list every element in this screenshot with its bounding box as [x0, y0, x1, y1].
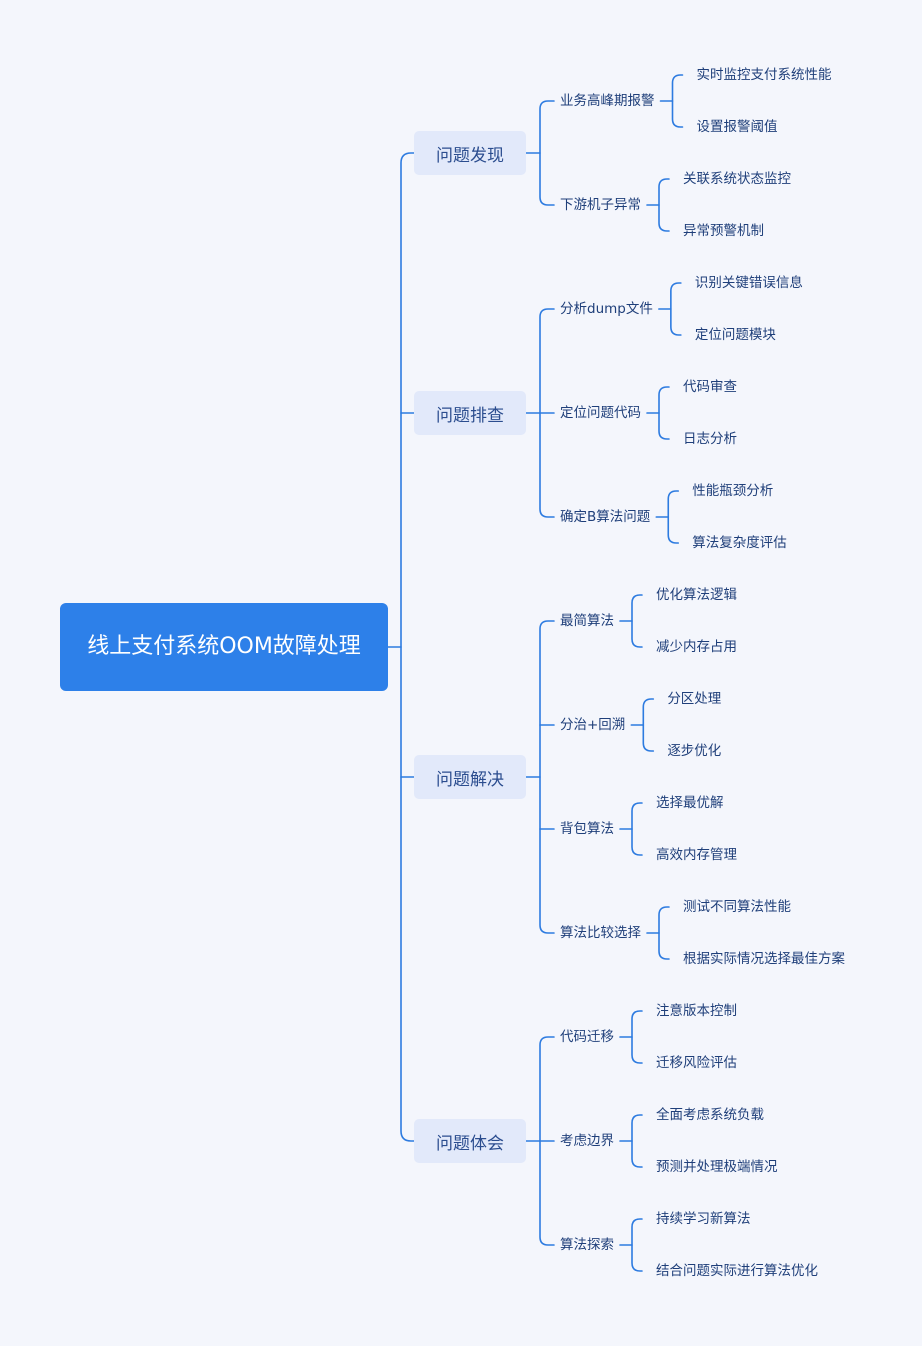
- leaf-node[interactable]: 选择最优解: [656, 795, 724, 811]
- leaf-bracket-line: [631, 594, 643, 648]
- branch-node[interactable]: 问题发现: [414, 131, 526, 175]
- subtopic-node[interactable]: 考虑边界: [560, 1133, 614, 1149]
- leaf-node[interactable]: 迁移风险评估: [656, 1055, 737, 1071]
- leaf-bracket-line: [631, 1010, 643, 1064]
- subtopic-node[interactable]: 最简算法: [560, 613, 614, 629]
- leaf-node[interactable]: 优化算法逻辑: [656, 587, 737, 603]
- leaf-node[interactable]: 全面考虑系统负载: [656, 1107, 764, 1123]
- leaf-bracket-line: [658, 178, 670, 232]
- leaf-node[interactable]: 代码审查: [683, 379, 737, 395]
- leaf-node[interactable]: 结合问题实际进行算法优化: [656, 1263, 818, 1279]
- subtopic-node[interactable]: 定位问题代码: [560, 405, 641, 421]
- subtopic-node[interactable]: 算法比较选择: [560, 925, 641, 941]
- leaf-node[interactable]: 减少内存占用: [656, 639, 737, 655]
- leaf-node[interactable]: 高效内存管理: [656, 847, 737, 863]
- leaf-node[interactable]: 分区处理: [667, 691, 722, 707]
- subtopic-node[interactable]: 背包算法: [560, 821, 614, 837]
- subtopic-node[interactable]: 分析dump文件: [560, 301, 653, 317]
- branch-node[interactable]: 问题体会: [414, 1119, 526, 1163]
- leaf-node[interactable]: 测试不同算法性能: [683, 899, 791, 915]
- leaf-node[interactable]: 逐步优化: [667, 743, 722, 759]
- leaf-node[interactable]: 定位问题模块: [694, 327, 776, 343]
- subtopic-node[interactable]: 代码迁移: [560, 1029, 614, 1045]
- leaf-node[interactable]: 识别关键错误信息: [694, 275, 803, 291]
- subtopic-node[interactable]: 业务高峰期报警: [560, 93, 655, 109]
- subtopic-bracket-line: [539, 100, 555, 206]
- subtopic-node[interactable]: 下游机子异常: [560, 197, 641, 213]
- root-title: 线上支付系统OOM故障处理: [87, 634, 361, 659]
- subtopic-node[interactable]: 算法探索: [560, 1237, 614, 1253]
- leaf-node[interactable]: 日志分析: [683, 431, 737, 447]
- branch-node[interactable]: 问题排查: [414, 391, 526, 435]
- leaf-bracket-line: [671, 74, 684, 128]
- leaf-node[interactable]: 异常预警机制: [683, 223, 764, 239]
- branch-node[interactable]: 问题解决: [414, 755, 526, 799]
- subtopic-node[interactable]: 分治+回溯: [560, 717, 626, 733]
- leaf-node[interactable]: 实时监控支付系统性能: [696, 67, 832, 83]
- leaf-node[interactable]: 预测并处理极端情况: [656, 1159, 778, 1175]
- leaf-bracket-line: [658, 386, 670, 440]
- leaf-bracket-line: [642, 698, 655, 752]
- leaf-node[interactable]: 关联系统状态监控: [683, 171, 791, 187]
- leaf-node[interactable]: 持续学习新算法: [656, 1211, 751, 1227]
- root-node[interactable]: 线上支付系统OOM故障处理: [60, 603, 388, 691]
- leaf-bracket-line: [658, 906, 670, 960]
- leaf-bracket-line: [631, 1218, 643, 1272]
- leaf-bracket-line: [631, 802, 643, 856]
- subtopic-bracket-line: [539, 620, 555, 934]
- subtopic-node[interactable]: 确定B算法问题: [560, 509, 651, 525]
- branch-bracket-line: [400, 152, 415, 1142]
- leaf-node[interactable]: 注意版本控制: [656, 1003, 737, 1019]
- leaf-node[interactable]: 根据实际情况选择最佳方案: [683, 951, 845, 967]
- leaf-node[interactable]: 算法复杂度评估: [692, 535, 787, 551]
- leaf-node[interactable]: 设置报警阈值: [696, 119, 778, 135]
- leaf-bracket-line: [670, 282, 682, 336]
- leaf-node[interactable]: 性能瓶颈分析: [692, 483, 774, 499]
- leaf-bracket-line: [631, 1114, 643, 1168]
- leaf-bracket-line: [667, 490, 680, 544]
